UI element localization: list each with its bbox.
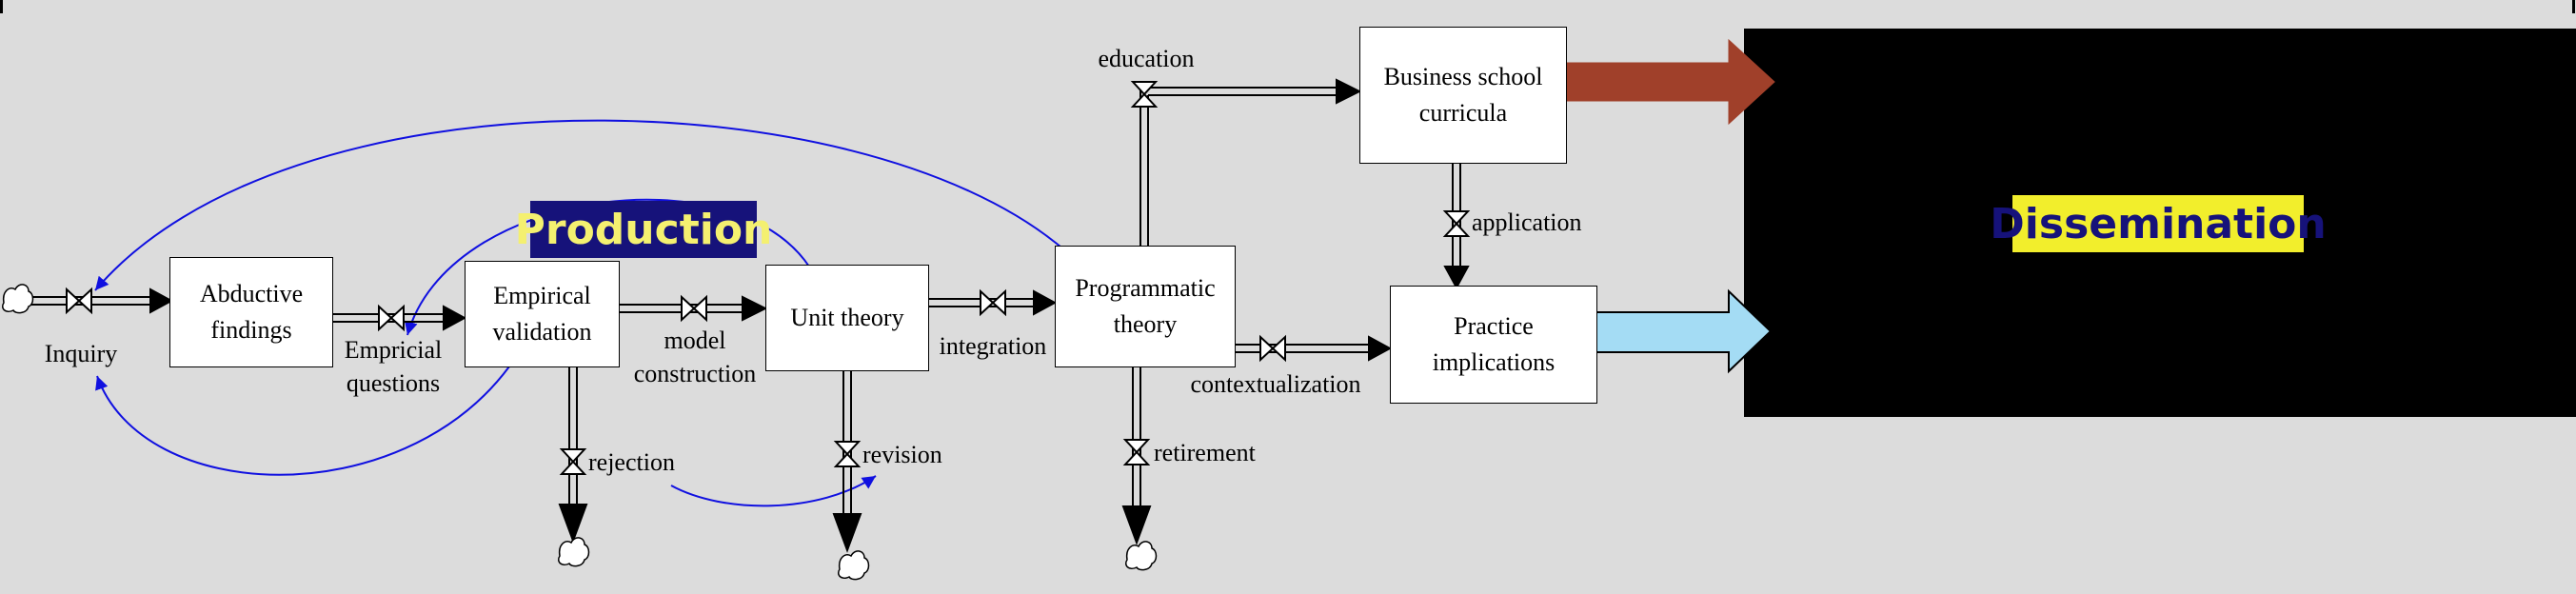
flow-label-contextualization: contextualization bbox=[1190, 370, 1361, 398]
flow-label-model-construction: model construction bbox=[633, 327, 757, 388]
corner-tick-right bbox=[2572, 0, 2575, 13]
link-programmatic-to-inquiry bbox=[94, 119, 1062, 291]
pipe-model-construction bbox=[620, 294, 768, 323]
stock-practice-implications: Practice implications bbox=[1390, 286, 1597, 404]
pipe-integration bbox=[929, 288, 1058, 317]
stock-empirical-validation: Empirical validation bbox=[465, 261, 620, 367]
flow-label-empricial-questions: Empricial questions bbox=[344, 336, 443, 398]
link-validation-to-inquiry bbox=[95, 366, 510, 476]
cloud-sink-rejection-icon bbox=[558, 537, 590, 567]
pipe-retirement bbox=[1121, 367, 1152, 545]
link-rejection-to-revision bbox=[670, 475, 877, 507]
pipe-revision bbox=[832, 371, 862, 553]
dissemination-title: Dissemination bbox=[1990, 195, 2327, 252]
cloud-sink-revision-icon bbox=[838, 550, 870, 581]
practice-dissemination-arrow bbox=[1583, 288, 1773, 374]
corner-tick-left bbox=[0, 0, 3, 13]
production-title: Production bbox=[515, 201, 772, 258]
pipe-rejection bbox=[558, 367, 588, 544]
flow-label-application: application bbox=[1472, 208, 1582, 236]
flow-label-integration: integration bbox=[939, 332, 1047, 360]
curricula-dissemination-arrow bbox=[1556, 38, 1775, 126]
pipe-inquiry bbox=[30, 287, 174, 315]
pipe-education bbox=[1130, 78, 1362, 246]
flow-label-education: education bbox=[1098, 45, 1195, 72]
flow-label-retirement: retirement bbox=[1154, 439, 1256, 466]
pipe-contextualization bbox=[1234, 334, 1393, 363]
pipe-application bbox=[1442, 164, 1471, 290]
flow-label-revision: revision bbox=[862, 441, 942, 468]
flow-label-rejection: rejection bbox=[588, 448, 675, 476]
stock-business-school-curricula: Business school curricula bbox=[1359, 27, 1567, 164]
cloud-source-icon bbox=[2, 284, 34, 314]
stock-unit-theory: Unit theory bbox=[765, 265, 929, 371]
cloud-sink-retirement-icon bbox=[1125, 541, 1158, 571]
stock-abductive-findings: Abductive findings bbox=[169, 257, 333, 367]
stock-programmatic-theory: Programmatic theory bbox=[1055, 246, 1236, 367]
pipe-empricial-questions bbox=[333, 304, 467, 332]
flow-label-inquiry: Inquiry bbox=[44, 340, 118, 367]
